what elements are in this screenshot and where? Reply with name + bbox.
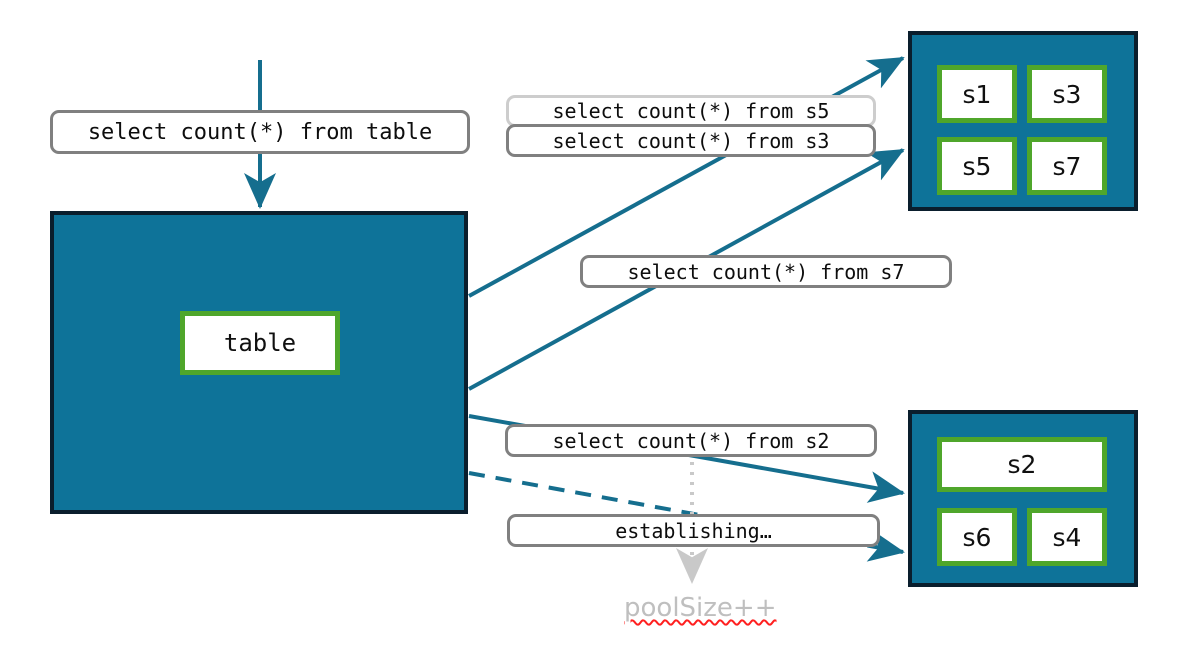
label-query-table: select count(*) from table xyxy=(50,110,470,154)
label-select-s5: select count(*) from s5 xyxy=(506,95,876,127)
node-s1[interactable]: s1 xyxy=(937,65,1017,123)
node-s7[interactable]: s7 xyxy=(1027,137,1107,195)
annotation-poolsize-text: poolSize++ xyxy=(624,593,777,623)
label-establishing: establishing… xyxy=(507,514,880,547)
label-select-s3: select count(*) from s3 xyxy=(506,124,876,157)
node-s2[interactable]: s2 xyxy=(937,437,1107,492)
node-s5[interactable]: s5 xyxy=(937,137,1017,195)
label-select-s2: select count(*) from s2 xyxy=(505,424,877,457)
node-s3[interactable]: s3 xyxy=(1027,65,1107,123)
annotation-poolsize: poolSize++ xyxy=(624,593,776,623)
node-table[interactable]: table xyxy=(180,311,340,375)
label-select-s7: select count(*) from s7 xyxy=(580,255,952,288)
node-s4[interactable]: s4 xyxy=(1027,508,1107,566)
node-s6[interactable]: s6 xyxy=(937,508,1017,566)
